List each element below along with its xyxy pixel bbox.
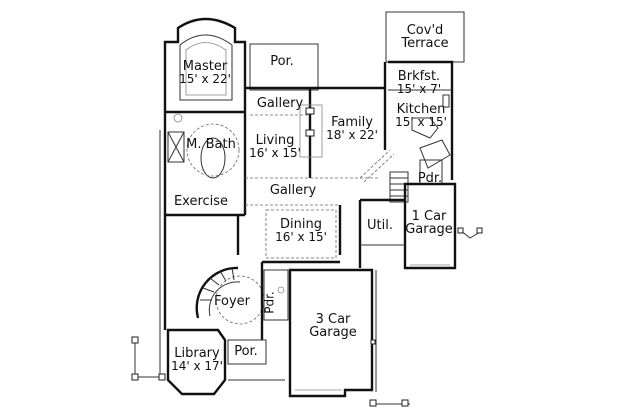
room-dimensions: 16' x 15' <box>275 230 327 244</box>
room-label-porch-top: Por. <box>270 55 294 68</box>
room-label-master: Master 15' x 22' <box>179 60 231 86</box>
room-name: Por. <box>270 54 294 69</box>
room-name: Por. <box>234 344 258 359</box>
gallery-family-walls <box>245 62 395 183</box>
room-label-one-car-garage: 1 Car Garage <box>405 210 453 236</box>
room-name: Library <box>174 346 220 361</box>
room-name: Pdr. <box>262 291 277 314</box>
room-label-living: Living 16' x 15' <box>249 134 301 160</box>
room-label-porch-bottom: Por. <box>234 345 258 358</box>
room-label-library: Library 14' x 17' <box>171 347 223 373</box>
room-name: Util. <box>367 218 393 233</box>
room-label-kitchen: Kitchen 15' x 15' <box>395 103 447 129</box>
room-name: Family <box>331 115 373 130</box>
room-dimensions: 15' x 15' <box>395 115 447 129</box>
room-label-powder-top: Pdr. <box>418 172 442 185</box>
room-label-exercise: Exercise <box>174 195 228 208</box>
room-name: Foyer <box>213 294 251 309</box>
room-label-utility: Util. <box>367 219 393 232</box>
room-name: Dining <box>280 217 322 232</box>
dining-utility-walls <box>262 198 405 268</box>
library-bay-walls <box>131 328 227 396</box>
room-name: Gallery <box>256 96 304 111</box>
room-name-line2: Terrace <box>401 36 449 51</box>
room-dimensions: 15' x 22' <box>179 72 231 86</box>
room-label-dining: Dining 16' x 15' <box>275 218 327 244</box>
room-dimensions: 15' x 7' <box>396 82 442 96</box>
room-label-foyer: Foyer <box>214 295 250 308</box>
room-name: M. Bath <box>186 137 236 152</box>
room-label-gallery-top: Gallery <box>257 97 303 110</box>
room-name: 3 Car <box>315 312 351 327</box>
room-label-breakfast: Brkfst. 15' x 7' <box>397 70 441 96</box>
room-name: Kitchen <box>396 102 446 117</box>
room-name-line2: Garage <box>309 325 357 340</box>
room-name: Pdr. <box>417 171 443 186</box>
room-dimensions: 16' x 15' <box>249 146 301 160</box>
master-suite-walls <box>159 17 247 380</box>
room-name: Exercise <box>173 194 229 209</box>
room-name: Gallery <box>269 183 317 198</box>
room-name-line2: Garage <box>405 222 453 237</box>
living-gallery-walls <box>165 177 380 255</box>
room-name: Living <box>255 133 295 148</box>
room-name: Cov'd <box>406 23 444 38</box>
powder-bottom-walls <box>263 269 289 321</box>
kitchen-breakfast-walls <box>388 60 454 180</box>
room-label-covered-terrace: Cov'd Terrace <box>401 24 448 50</box>
room-label-three-car-garage: 3 Car Garage <box>309 313 357 339</box>
room-label-family: Family 18' x 22' <box>326 116 378 142</box>
room-name: Brkfst. <box>397 69 441 84</box>
room-name: 1 Car <box>411 209 447 224</box>
room-label-gallery-mid: Gallery <box>270 184 316 197</box>
room-dimensions: 14' x 17' <box>171 359 223 373</box>
room-label-master-bath: M. Bath <box>186 138 236 151</box>
one-car-garage-walls <box>403 182 483 270</box>
room-dimensions: 18' x 22' <box>326 128 378 142</box>
room-name: Master <box>182 59 228 74</box>
bottom-porch-outline <box>227 339 285 381</box>
top-porch-outline <box>249 43 319 91</box>
three-car-garage-walls <box>288 268 410 407</box>
master-bath-fixtures <box>167 113 240 179</box>
room-label-powder-bottom: Pdr. <box>262 291 277 314</box>
